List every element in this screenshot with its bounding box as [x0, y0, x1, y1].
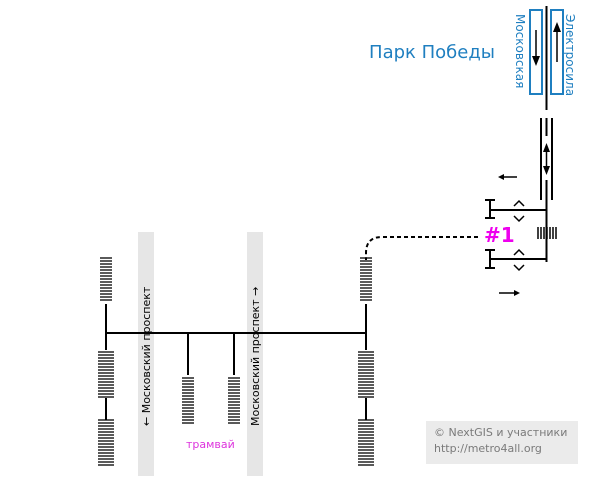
- track-box-elektrosila: [550, 9, 564, 95]
- line-label-elektrosila: Электросила: [563, 14, 577, 96]
- stairs-right-bottom: [358, 419, 374, 466]
- up-arrow-icon: [553, 22, 561, 32]
- tram-label: трамвай: [186, 438, 235, 451]
- station-title: Парк Победы: [369, 42, 495, 63]
- track-box-moskovskaya: [529, 9, 543, 95]
- down-arrow-icon: [532, 56, 540, 66]
- stairs-right-top: [360, 257, 372, 301]
- escalator-tunnel: [540, 118, 553, 200]
- turnstile-chevron-3: [513, 248, 525, 256]
- stairs-right-mid: [358, 351, 374, 398]
- stairs-left-top: [100, 257, 112, 301]
- exit-vestibule: [485, 199, 557, 272]
- left-arrow-icon: [498, 174, 504, 180]
- turnstile-chevron-4: [513, 264, 525, 272]
- turnstile-chevron-1: [513, 199, 525, 207]
- right-arrow-icon: [514, 290, 520, 296]
- direction-arrow-left: [498, 174, 517, 180]
- credits-line-1: © NextGIS и участники: [434, 426, 568, 439]
- escalator-down-arrow-icon: [543, 166, 550, 175]
- stairs-layer: [98, 257, 374, 466]
- stairs-tram-2: [228, 377, 240, 424]
- stairs-left-bottom: [98, 419, 114, 466]
- underground-passage: [365, 236, 478, 260]
- street-label-right: Московский проспект →: [249, 287, 262, 426]
- stairs-tram-1: [182, 377, 194, 424]
- credits-line-2[interactable]: http://metro4all.org: [434, 442, 542, 455]
- exit-number-label: #1: [484, 223, 515, 247]
- credits-box: © NextGIS и участники http://metro4all.o…: [426, 421, 578, 464]
- street-label-left: ← Московский проспект: [140, 286, 153, 426]
- stairs-left-mid: [98, 351, 114, 398]
- line-label-moskovskaya: Московская: [513, 14, 527, 88]
- vestibule-stairs: [537, 227, 557, 239]
- direction-arrow-right: [499, 290, 520, 296]
- turnstile-chevron-2: [513, 215, 525, 223]
- street-band-right: [247, 232, 263, 476]
- platform-tracks: [529, 6, 564, 110]
- street-band-left: [138, 232, 154, 476]
- escalator-up-arrow-icon: [543, 143, 550, 152]
